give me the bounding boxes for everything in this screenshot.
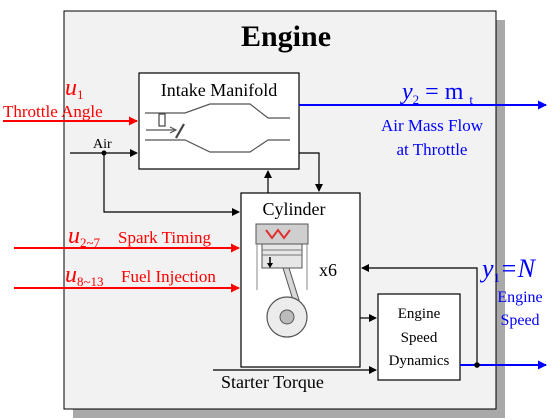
dynamics-label-line1: Engine	[398, 306, 441, 322]
y1-label-line1: Engine	[497, 289, 542, 306]
y1-equals: =N	[500, 254, 537, 283]
y2-equals: = m	[419, 79, 464, 105]
y1-equation: y1=N	[479, 254, 537, 285]
y2-label-line1: Air Mass Flow	[381, 116, 484, 135]
cylinder-block	[240, 192, 361, 368]
y2-equation: y2 = m t	[400, 79, 473, 107]
intake-to-cylinder-arrow	[299, 152, 323, 192]
y1-label-line2: Speed	[500, 312, 539, 329]
intake-manifold-label: Intake Manifold	[161, 80, 277, 100]
u3-label: Fuel Injection	[121, 267, 216, 286]
intake-manifold-block	[138, 72, 300, 170]
air-label: Air	[93, 137, 112, 152]
piston-icon	[255, 223, 309, 338]
y1-symbol: y	[479, 254, 494, 283]
y2-symbol: y	[400, 79, 413, 105]
u2-label: Spark Timing	[118, 228, 212, 247]
u3-subscript: 8~13	[77, 274, 104, 289]
y2-eq-subscript: t	[469, 92, 473, 107]
y1-subscript: 1	[494, 270, 501, 285]
engine-title: Engine	[241, 20, 331, 53]
u2-symbol-letter: u	[68, 223, 80, 249]
u3-symbol-letter: u	[65, 262, 77, 288]
u1-subscript: 1	[77, 87, 84, 102]
dynamics-label-line3: Dynamics	[389, 353, 450, 369]
u1-label: Throttle Angle	[3, 102, 103, 121]
starter-torque-label: Starter Torque	[221, 372, 324, 392]
speed-feedback-arrow	[361, 264, 478, 365]
u3-symbol: u8~13	[65, 262, 104, 289]
y2-subscript: 2	[413, 92, 420, 107]
cylinder-label: Cylinder	[263, 199, 326, 219]
air-to-cylinder-arrow	[103, 153, 240, 216]
y2-label-line2: at Throttle	[397, 140, 468, 159]
intake-manifold-icon	[145, 103, 290, 153]
engine-speed-dynamics-block	[377, 293, 461, 381]
u1-symbol: u1	[65, 75, 84, 102]
u1-symbol-letter: u	[65, 75, 77, 101]
dynamics-label-line2: Speed	[401, 330, 438, 346]
cylinder-count: x6	[319, 260, 337, 280]
u2-symbol: u2~7	[68, 223, 101, 250]
u2-subscript: 2~7	[80, 235, 101, 250]
